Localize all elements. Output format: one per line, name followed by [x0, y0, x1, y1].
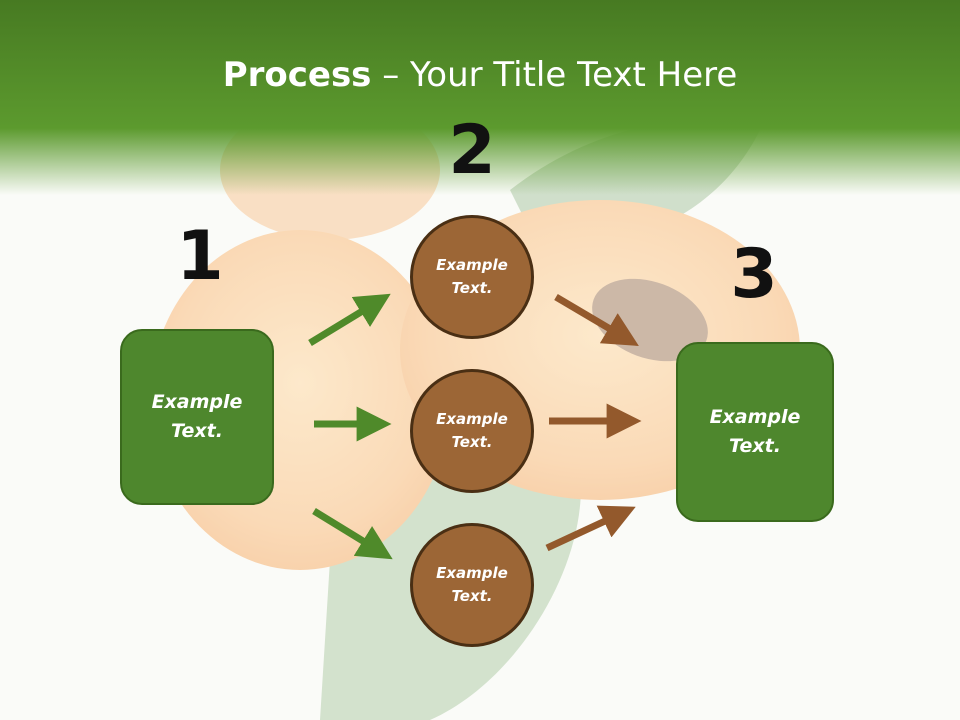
arrow-left-to-top	[308, 293, 391, 346]
right-process-box: Example Text.	[676, 342, 834, 522]
arrow-left-to-bottom	[312, 508, 393, 560]
circle-middle: Example Text.	[410, 369, 534, 493]
step-number-3: 3	[730, 235, 778, 314]
step-number-2: 2	[448, 111, 496, 190]
arrow-top-to-right	[554, 293, 639, 346]
left-process-box: Example Text.	[120, 329, 274, 505]
title-bold: Process	[222, 55, 372, 95]
title-rest: – Your Title Text Here	[371, 55, 738, 95]
circle-top: Example Text.	[410, 215, 534, 339]
arrow-bottom-to-right	[545, 505, 636, 552]
title-bar	[0, 0, 960, 195]
circle-bottom: Example Text.	[410, 523, 534, 647]
step-number-1: 1	[176, 217, 224, 296]
slide-title: Process – Your Title Text Here	[0, 55, 960, 95]
